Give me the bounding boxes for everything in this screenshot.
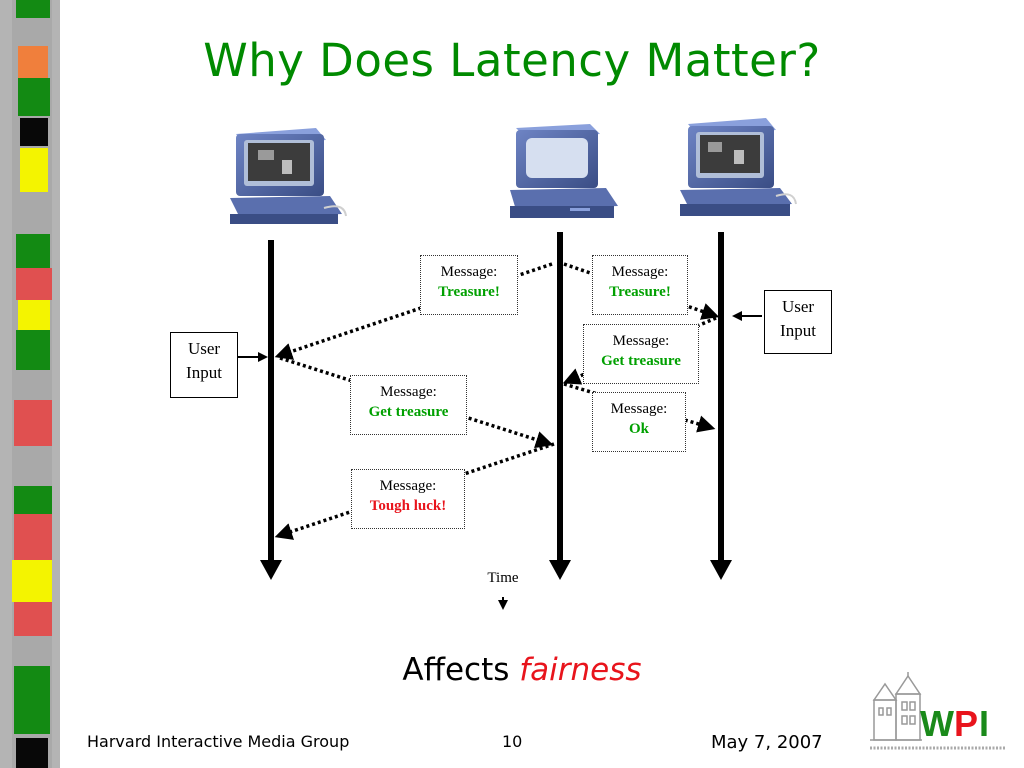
footer-organization: Harvard Interactive Media Group — [87, 732, 350, 751]
user-input-right-label: User Input — [764, 290, 832, 354]
caption-prefix: Affects — [402, 652, 520, 688]
message-body: Get treasure — [368, 404, 449, 420]
client-right-computer-icon — [680, 118, 797, 216]
footer-page-number: 10 — [502, 732, 523, 751]
message-header: Message: — [379, 478, 437, 494]
message-header: Message: — [612, 333, 670, 349]
svg-text:P: P — [954, 703, 978, 744]
message-box-treasure-left: Message: Treasure! — [420, 255, 518, 315]
server-computer-icon — [510, 124, 618, 218]
footer-date: May 7, 2007 — [711, 732, 823, 753]
slide-title: Why Does Latency Matter? — [203, 34, 821, 87]
message-header: Message: — [440, 264, 498, 280]
message-box-get-treasure-left: Message: Get treasure — [350, 375, 467, 435]
decorative-sidebar — [0, 0, 60, 768]
message-box-tough-luck: Message: Tough luck! — [351, 469, 465, 529]
message-box-get-treasure-right: Message: Get treasure — [583, 324, 699, 384]
wpi-logo: W P I — [870, 672, 1006, 750]
message-body: Treasure! — [609, 284, 671, 300]
timeline-right — [710, 232, 732, 580]
client-left-computer-icon — [230, 128, 347, 224]
message-body: Ok — [628, 421, 649, 437]
timeline-left — [260, 240, 282, 580]
svg-text:I: I — [979, 703, 989, 744]
message-box-treasure-right: Message: Treasure! — [592, 255, 688, 315]
timeline-server — [549, 232, 571, 580]
arrow-get-treasure-left-to-server — [279, 356, 554, 449]
message-header: Message: — [611, 264, 669, 280]
message-header: Message: — [380, 384, 437, 400]
user-input-left-label: User Input — [170, 332, 238, 398]
time-label: Time — [487, 570, 519, 586]
svg-text:W: W — [920, 703, 954, 744]
arrow-ok-to-right — [563, 382, 716, 433]
message-box-ok: Message: Ok — [592, 392, 686, 452]
message-body: Get treasure — [601, 353, 681, 369]
message-header: Message: — [610, 401, 668, 417]
message-body: Tough luck! — [369, 498, 447, 514]
slide-caption: Affects fairness — [60, 652, 984, 688]
message-body: Treasure! — [438, 284, 500, 300]
caption-accent: fairness — [519, 652, 642, 688]
